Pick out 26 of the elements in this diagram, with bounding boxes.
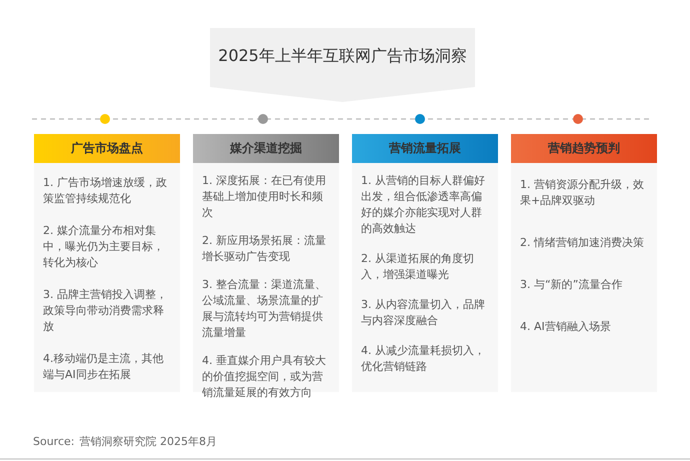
list-item: 3. 从内容流量切入，品牌与内容深度融合 (360, 297, 486, 329)
column-card (34, 134, 180, 392)
list-item: 3. 与“新的”流量合作 (519, 277, 624, 293)
list-item: 2. 新应用场景拓展：流量增长驱动广告变现 (201, 233, 327, 265)
list-item: 2. 媒介流量分布相对集中，曝光仍为主要目标，转化为核心 (42, 223, 165, 271)
column-header: 营销流量拓展 (352, 134, 498, 163)
list-item: 4. AI营销融入场景 (519, 319, 612, 335)
list-item: 1. 营销资源分配升级，效果+品牌双驱动 (519, 177, 645, 209)
title-text: 2025年上半年互联网广告市场洞察 (217, 46, 468, 67)
source-label: Source: (33, 435, 74, 448)
list-item: 4.移动端仍是主流，其他端与AI同步在拓展 (42, 351, 164, 383)
column-header: 营销趋势预判 (511, 134, 657, 163)
list-item: 1. 深度拓展：在已有使用基础上增加使用时长和频次 (201, 173, 327, 221)
column-card (352, 134, 498, 392)
list-item: 1. 从营销的目标人群偏好出发，组合低渗透率高偏好的媒介亦能实现对人群的高效触达 (360, 173, 486, 237)
list-item: 2. 情绪营销加速消费决策 (519, 235, 645, 251)
list-item: 4. 垂直媒介用户具有较大的价值挖掘空间，或为营销流量延展的有效方向 (201, 353, 327, 401)
column-card (511, 134, 657, 392)
list-item: 4. 从减少流量耗损切入，优化营销链路 (360, 343, 486, 375)
list-item: 3. 整合流量：渠道流量、公域流量、场景流量的扩展与流转均可为营销提供流量增量 (201, 277, 327, 341)
list-item: 1. 广告市场增速放缓，政策监管持续规范化 (42, 175, 168, 207)
source-text: 营销洞察研究院 2025年8月 (80, 435, 217, 448)
list-item: 3. 品牌主营销投入调整，政策导向带动消费需求释放 (42, 287, 168, 335)
column-header: 媒介渠道挖掘 (193, 134, 339, 163)
list-item: 2. 从渠道拓展的角度切入，增强渠道曝光 (360, 251, 475, 283)
column-header: 广告市场盘点 (34, 134, 180, 163)
